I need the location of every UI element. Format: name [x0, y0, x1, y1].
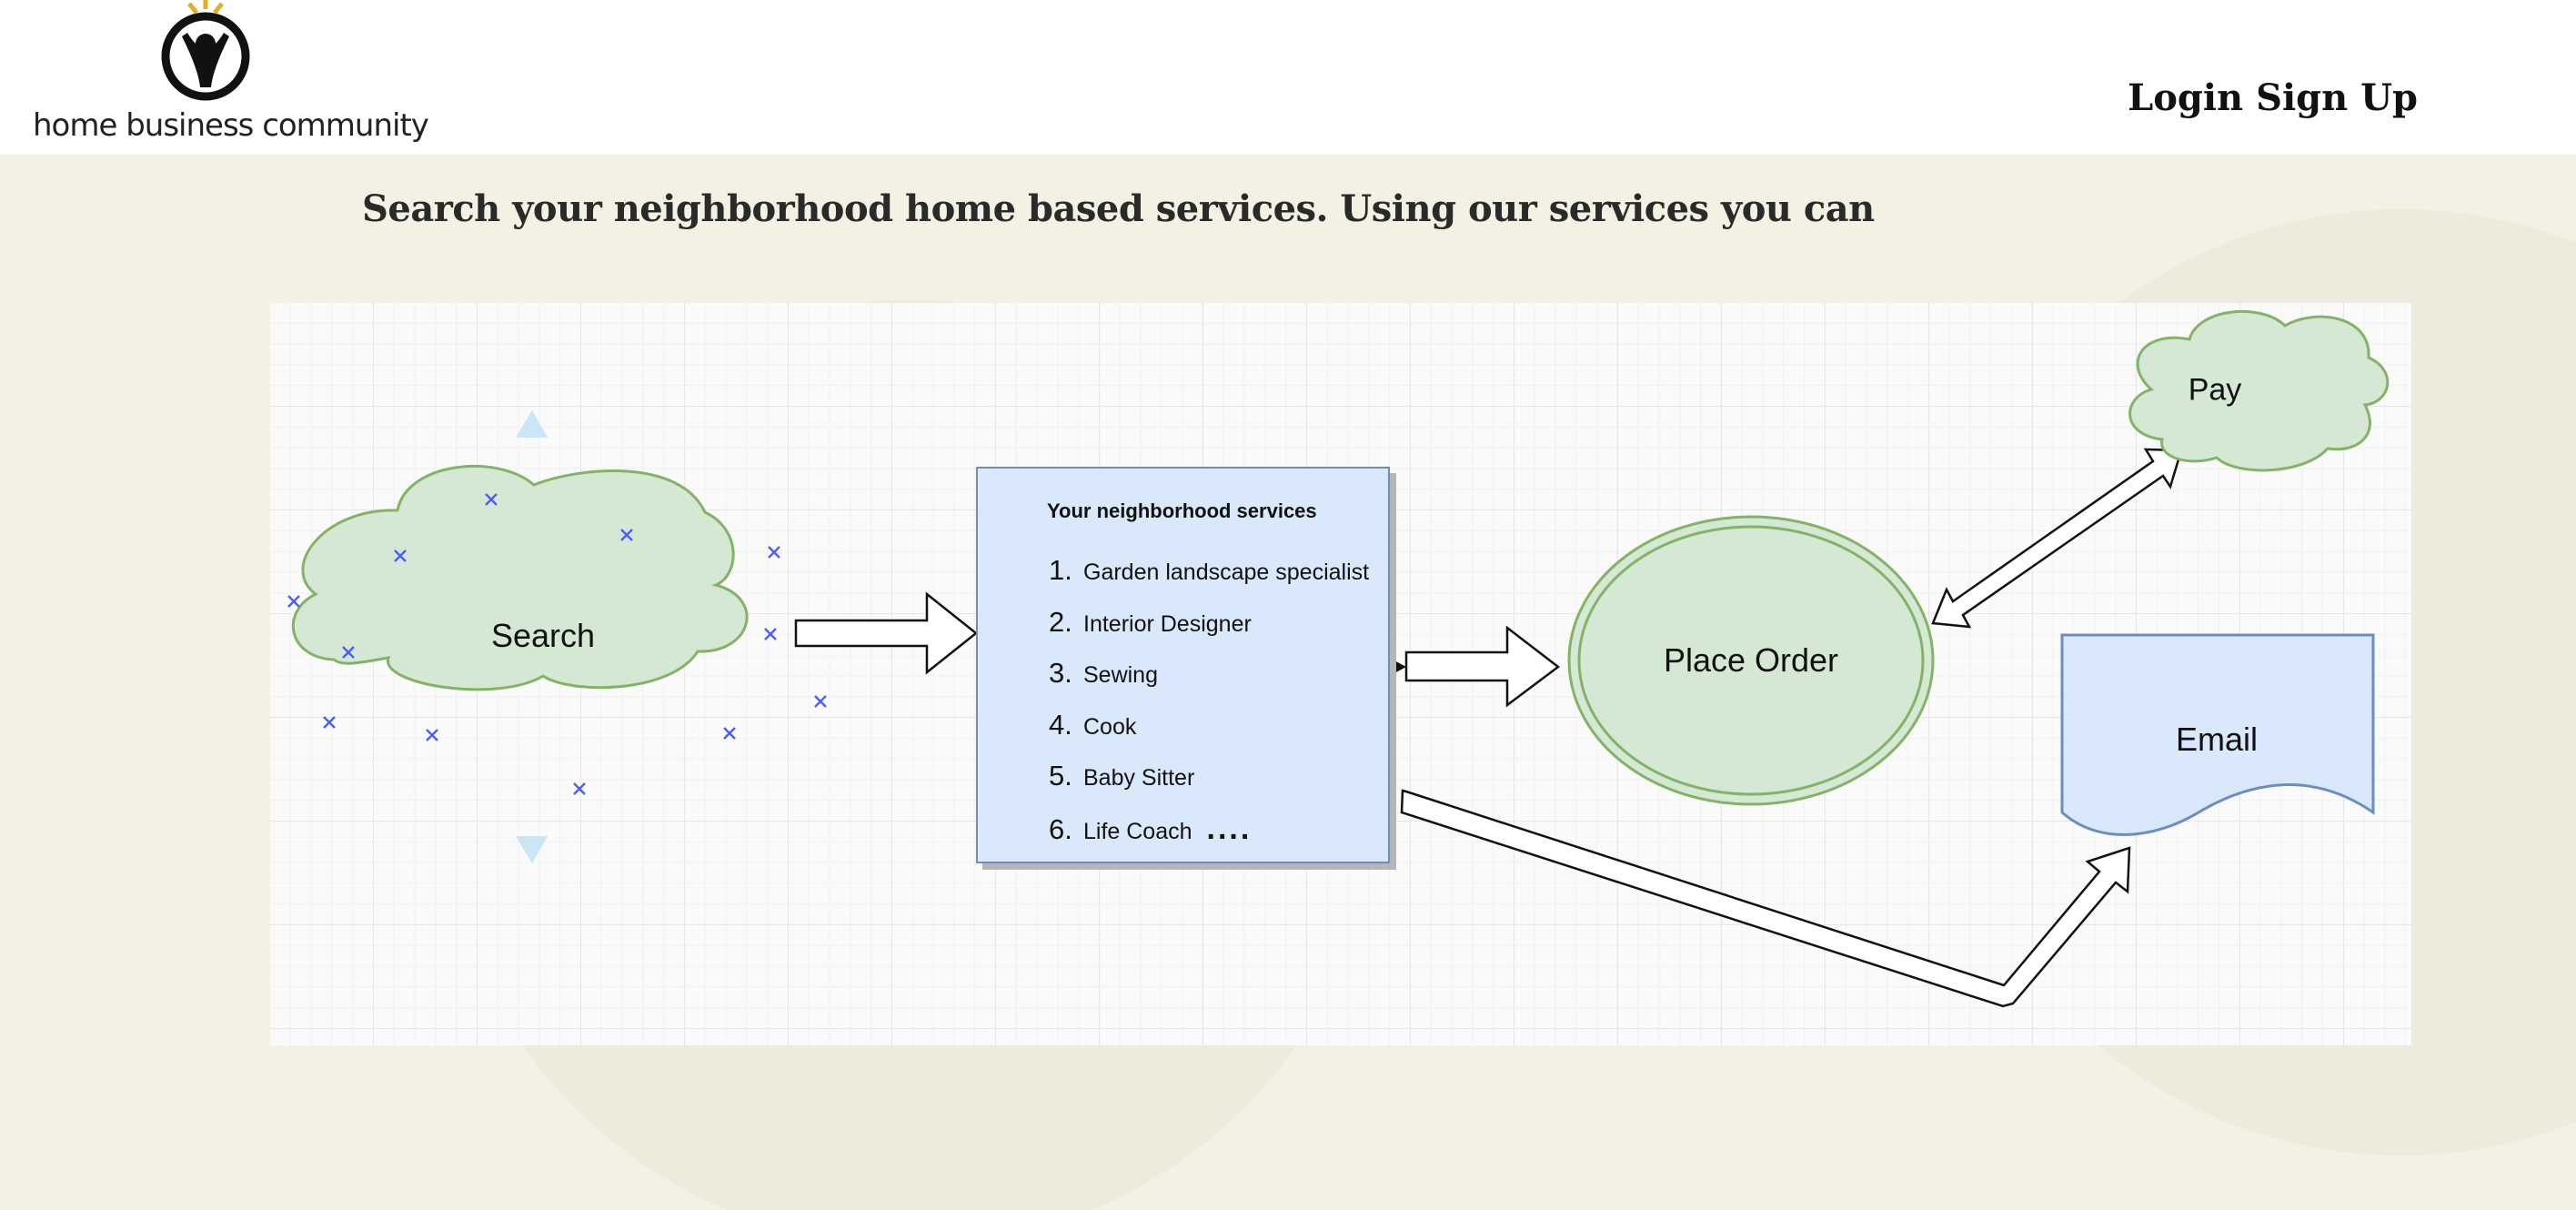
service-label: Life Coach [1083, 818, 1192, 844]
logo-text: home business community [33, 107, 429, 144]
arrow-search-to-services[interactable] [794, 591, 979, 675]
services-title: Your neighborhood services [1047, 499, 1317, 522]
move-up-handle[interactable] [516, 410, 548, 438]
logo-person-icon [161, 0, 250, 101]
service-number: 4. [1049, 708, 1072, 741]
signup-link[interactable]: Sign Up [2256, 76, 2418, 119]
move-down-handle[interactable] [516, 836, 548, 863]
services-list: 1. Garden landscape specialist 2. Interior… [1049, 554, 1369, 862]
service-number: 1. [1049, 554, 1072, 586]
service-item: 5. Baby Sitter [1049, 760, 1369, 812]
arrow-services-to-order[interactable] [1404, 625, 1561, 708]
services-diagram: Search Your neighborhood services 1. Gard… [270, 303, 2411, 1045]
connection-points [287, 493, 827, 795]
service-label: Baby Sitter [1083, 765, 1195, 791]
service-item: 1. Garden landscape specialist [1049, 554, 1369, 606]
site-header: home business community Login Sign Up [0, 0, 2576, 155]
service-label: Cook [1083, 713, 1137, 740]
connector-arrowhead [1393, 660, 1406, 674]
service-label: Garden landscape specialist [1083, 560, 1370, 585]
service-label: Sewing [1083, 662, 1158, 688]
arrow-services-to-email[interactable] [1400, 789, 2131, 1008]
service-item: 4. Cook [1049, 709, 1369, 761]
diagram-canvas [287, 309, 2390, 1008]
service-item: 3. Sewing [1049, 657, 1369, 709]
arrow-order-pay[interactable] [1931, 448, 2183, 629]
place-order-label: Place Order [1663, 641, 1839, 679]
auth-links: Login Sign Up [2128, 76, 2418, 119]
service-number: 3. [1049, 657, 1072, 689]
pay-label: Pay [2188, 372, 2242, 408]
place-order-shape[interactable] [1567, 515, 1935, 806]
service-number: 2. [1049, 605, 1072, 638]
email-document-shape[interactable] [2060, 633, 2375, 836]
site-logo[interactable]: home business community [33, 0, 429, 155]
tagline: Search your neighborhood home based serv… [362, 187, 1875, 230]
login-link[interactable]: Login [2128, 76, 2244, 119]
search-label: Search [490, 617, 596, 654]
service-number: 5. [1049, 760, 1072, 792]
service-number: 6. [1049, 812, 1072, 845]
services-box[interactable]: Your neighborhood services 1. Garden land… [976, 467, 1390, 863]
service-label: Interior Designer [1083, 610, 1252, 637]
services-more: .... [1206, 811, 1253, 846]
search-cloud-shape[interactable] [291, 464, 749, 691]
service-item: 6. Life Coach.... [1049, 812, 1369, 863]
email-label: Email [2175, 721, 2259, 758]
service-item: 2. Interior Designer [1049, 606, 1369, 658]
pay-cloud-shape[interactable] [2128, 309, 2390, 472]
